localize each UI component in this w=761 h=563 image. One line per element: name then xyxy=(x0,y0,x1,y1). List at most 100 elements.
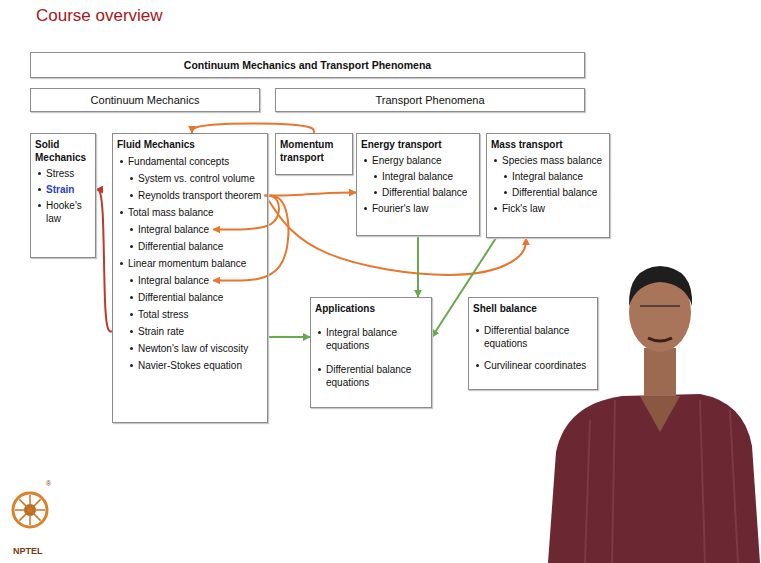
list-item: Fundamental concepts xyxy=(117,155,263,168)
item-text: Total stress xyxy=(138,309,189,320)
concept-box: Continuum Mechanics xyxy=(30,88,260,112)
hair xyxy=(629,266,692,306)
bullet-dot xyxy=(476,329,479,332)
item-text: Species mass balance xyxy=(502,155,602,166)
list-item: Integral balance xyxy=(361,170,475,183)
item-text: Curvilinear coordinates xyxy=(484,360,586,371)
flow-arrow xyxy=(417,236,419,297)
concept-box: Solid MechanicsStressStrainHooke's law xyxy=(30,133,96,258)
concept-box: Fluid MechanicsFundamental conceptsSyste… xyxy=(112,133,268,423)
item-text: Stress xyxy=(46,168,74,179)
list-item: Differential balance xyxy=(117,240,263,253)
box-heading: Shell balance xyxy=(473,303,537,314)
slide-title: Course overview xyxy=(36,6,163,26)
bullet-dot xyxy=(504,191,507,194)
bullet-dot xyxy=(364,207,367,210)
item-text: Fick's law xyxy=(502,203,545,214)
box-heading: Energy transport xyxy=(361,139,442,150)
item-text: Differential balance equations xyxy=(484,325,569,349)
list-item: Fluid Mechanics xyxy=(117,138,263,151)
list-item: Newton's law of viscosity xyxy=(117,342,263,355)
bullet-dot xyxy=(120,211,123,214)
glasses xyxy=(640,305,680,307)
bullet-dot xyxy=(38,188,41,191)
list-item: Differential balance xyxy=(361,186,475,199)
item-text: Continuum Mechanics and Transport Phenom… xyxy=(184,59,431,71)
item-text: Hooke's law xyxy=(46,200,82,224)
list-item: Integral balance xyxy=(117,274,263,287)
bullet-dot xyxy=(374,191,377,194)
item-text: Navier-Stokes equation xyxy=(138,360,242,371)
item-text: Fundamental concepts xyxy=(128,156,229,167)
bullet-dot xyxy=(130,330,133,333)
list-item: Shell balance xyxy=(473,302,593,315)
item-text: Integral balance xyxy=(382,171,453,182)
list-item: Strain xyxy=(35,183,91,196)
flow-arrow xyxy=(192,123,314,133)
list-item: Differential balance xyxy=(117,291,263,304)
moustache xyxy=(648,338,672,341)
flow-arrow xyxy=(268,336,310,338)
item-text: Differential balance equations xyxy=(326,364,411,388)
concept-box: Energy transportEnergy balanceIntegral b… xyxy=(356,133,480,236)
concept-box: Continuum Mechanics and Transport Phenom… xyxy=(30,52,585,78)
list-item: Energy transport xyxy=(361,138,475,151)
concept-box: Transport Phenomena xyxy=(275,88,585,112)
list-item: Curvilinear coordinates xyxy=(473,359,593,372)
bullet-dot xyxy=(374,175,377,178)
bullet-dot xyxy=(318,368,321,371)
item-text: Reynolds transport theorem xyxy=(138,190,261,201)
list-item: Fourier's law xyxy=(361,202,475,215)
registered-mark: ® xyxy=(46,480,51,487)
shirt xyxy=(548,394,760,563)
list-item: Reynolds transport theorem xyxy=(117,189,263,202)
item-text: Energy balance xyxy=(372,155,442,166)
item-text: Strain xyxy=(46,184,74,195)
item-text: Transport Phenomena xyxy=(375,94,484,106)
bullet-dot xyxy=(364,159,367,162)
bullet-dot xyxy=(38,204,41,207)
box-heading: Solid Mechanics xyxy=(35,139,86,163)
list-item: Stress xyxy=(35,167,91,180)
flow-arrow xyxy=(96,190,112,332)
bullet-dot xyxy=(130,245,133,248)
concept-box: ApplicationsIntegral balance equationsDi… xyxy=(310,297,432,408)
bullet-dot xyxy=(130,177,133,180)
concept-box: Momentum transport xyxy=(275,133,353,175)
collar-gap xyxy=(640,396,680,432)
list-item: Applications xyxy=(315,302,427,315)
item-text: Fourier's law xyxy=(372,203,428,214)
item-text: Differential balance xyxy=(138,292,223,303)
item-text: Strain rate xyxy=(138,326,184,337)
item-text: Integral balance equations xyxy=(326,327,397,351)
list-item: Differential balance equations xyxy=(315,363,427,389)
list-item: Total mass balance xyxy=(117,206,263,219)
item-text: Continuum Mechanics xyxy=(91,94,200,106)
list-item: Strain rate xyxy=(117,325,263,338)
bullet-dot xyxy=(318,331,321,334)
list-item: Energy balance xyxy=(361,154,475,167)
concept-box: Shell balanceDifferential balance equati… xyxy=(468,297,598,390)
box-heading: Fluid Mechanics xyxy=(117,139,195,150)
bullet-dot xyxy=(120,262,123,265)
bullet-dot xyxy=(494,159,497,162)
bullet-dot xyxy=(130,228,133,231)
item-text: Total mass balance xyxy=(128,207,214,218)
bullet-dot xyxy=(476,364,479,367)
list-item: Continuum Mechanics and Transport Phenom… xyxy=(184,59,431,72)
list-item: Fick's law xyxy=(491,202,605,215)
list-item: System vs. control volume xyxy=(117,172,263,185)
item-text: Differential balance xyxy=(382,187,467,198)
bullet-dot xyxy=(130,347,133,350)
bullet-dot xyxy=(38,172,41,175)
bullet-dot xyxy=(130,313,133,316)
bullet-dot xyxy=(130,296,133,299)
item-text: Integral balance xyxy=(138,224,209,235)
item-text: Integral balance xyxy=(512,171,583,182)
list-item: Momentum transport xyxy=(280,138,348,164)
bullet-dot xyxy=(504,175,507,178)
bullet-dot xyxy=(130,279,133,282)
box-heading: Momentum transport xyxy=(280,139,333,163)
list-item: Differential balance equations xyxy=(473,324,593,350)
